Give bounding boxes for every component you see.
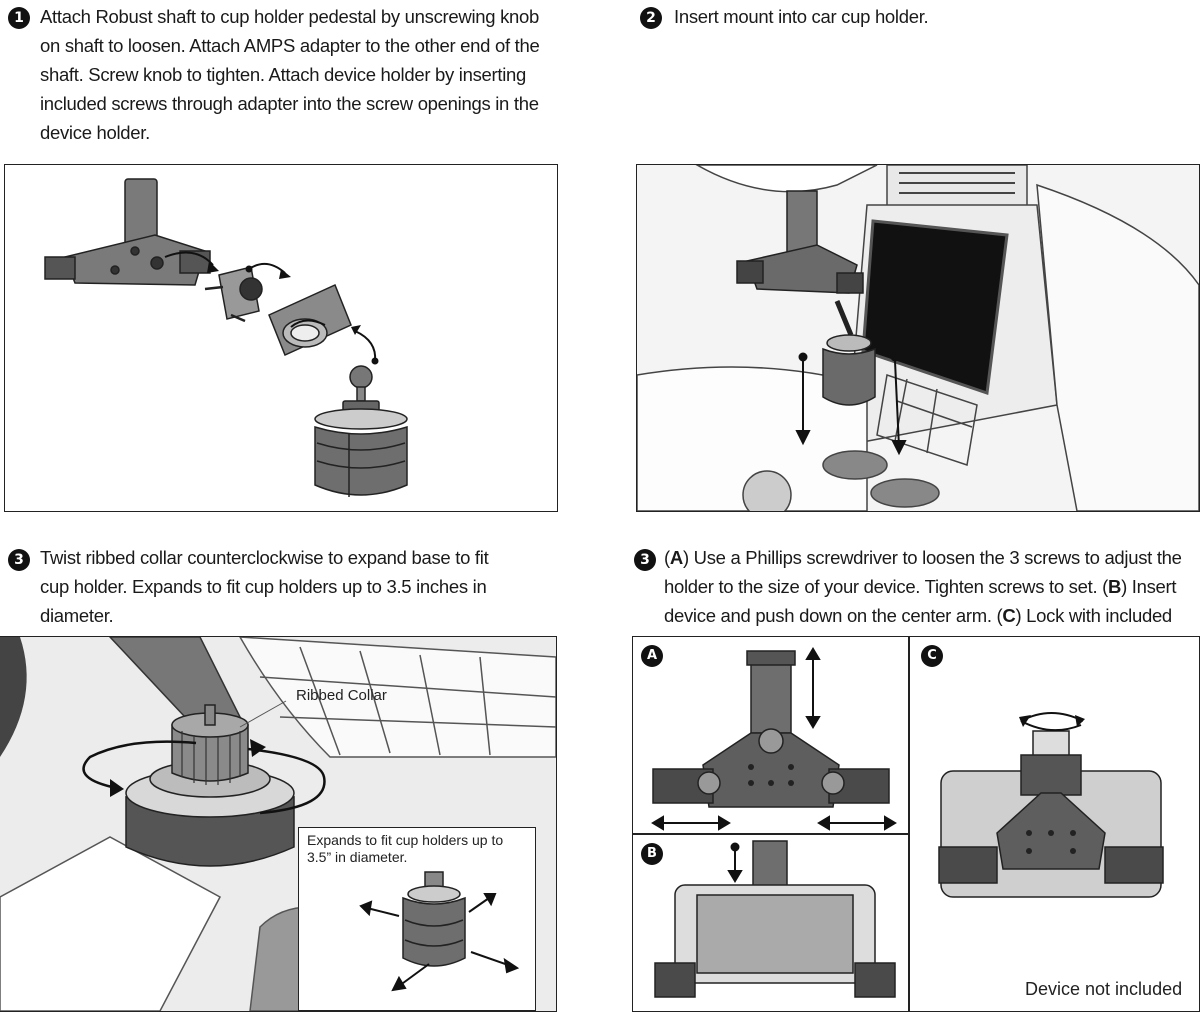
panel-b-drawing <box>654 840 896 998</box>
step-text: Twist ribbed collar counterclockwise to … <box>40 547 489 626</box>
text-part-c: C <box>1002 605 1016 626</box>
panel-a-label: A <box>641 645 663 667</box>
adjust-panels: A B <box>632 636 1200 1012</box>
step-text: (A) Use a Phillips screwdriver to loosen… <box>664 543 1198 659</box>
car-drawing <box>637 165 1199 511</box>
car-interior-illustration <box>636 164 1200 512</box>
step-text: Attach Robust shaft to cup holder pedest… <box>40 6 540 143</box>
step-number-badge: 1 <box>8 7 30 29</box>
step-number-badge: 3 <box>8 549 30 571</box>
ribbed-collar-illustration: Ribbed Collar Expands to fit cup holders… <box>0 636 557 1012</box>
panel-c-drawing <box>938 712 1164 898</box>
panel-divider <box>908 637 910 1011</box>
text-part-a: A <box>669 547 683 568</box>
panel-c-label: C <box>921 645 943 667</box>
panel-a-drawing <box>651 647 897 831</box>
panel-divider <box>633 833 909 835</box>
text-part: ) Insert device and push down on the cen… <box>664 576 1177 626</box>
assembly-illustration <box>4 164 558 512</box>
step-text: Insert mount into car cup holder. <box>674 6 929 27</box>
expands-inset: Expands to fit cup holders up to 3.5” in… <box>298 827 536 1011</box>
expansion-drawing <box>359 871 520 992</box>
ribbed-collar-label: Ribbed Collar <box>296 687 387 704</box>
text-part: ) Use a Phillips screwdriver to loosen t… <box>664 547 1182 597</box>
text-part-b: B <box>1108 576 1122 597</box>
text-part: ( <box>664 547 670 568</box>
step-number-badge: 3 <box>634 549 656 571</box>
panel-b-label: B <box>641 843 663 865</box>
expands-note: Expands to fit cup holders up to 3.5” in… <box>307 832 504 865</box>
step-number-badge: 2 <box>640 7 662 29</box>
device-not-included-note: Device not included <box>1025 979 1183 999</box>
assembly-drawing <box>44 178 408 497</box>
